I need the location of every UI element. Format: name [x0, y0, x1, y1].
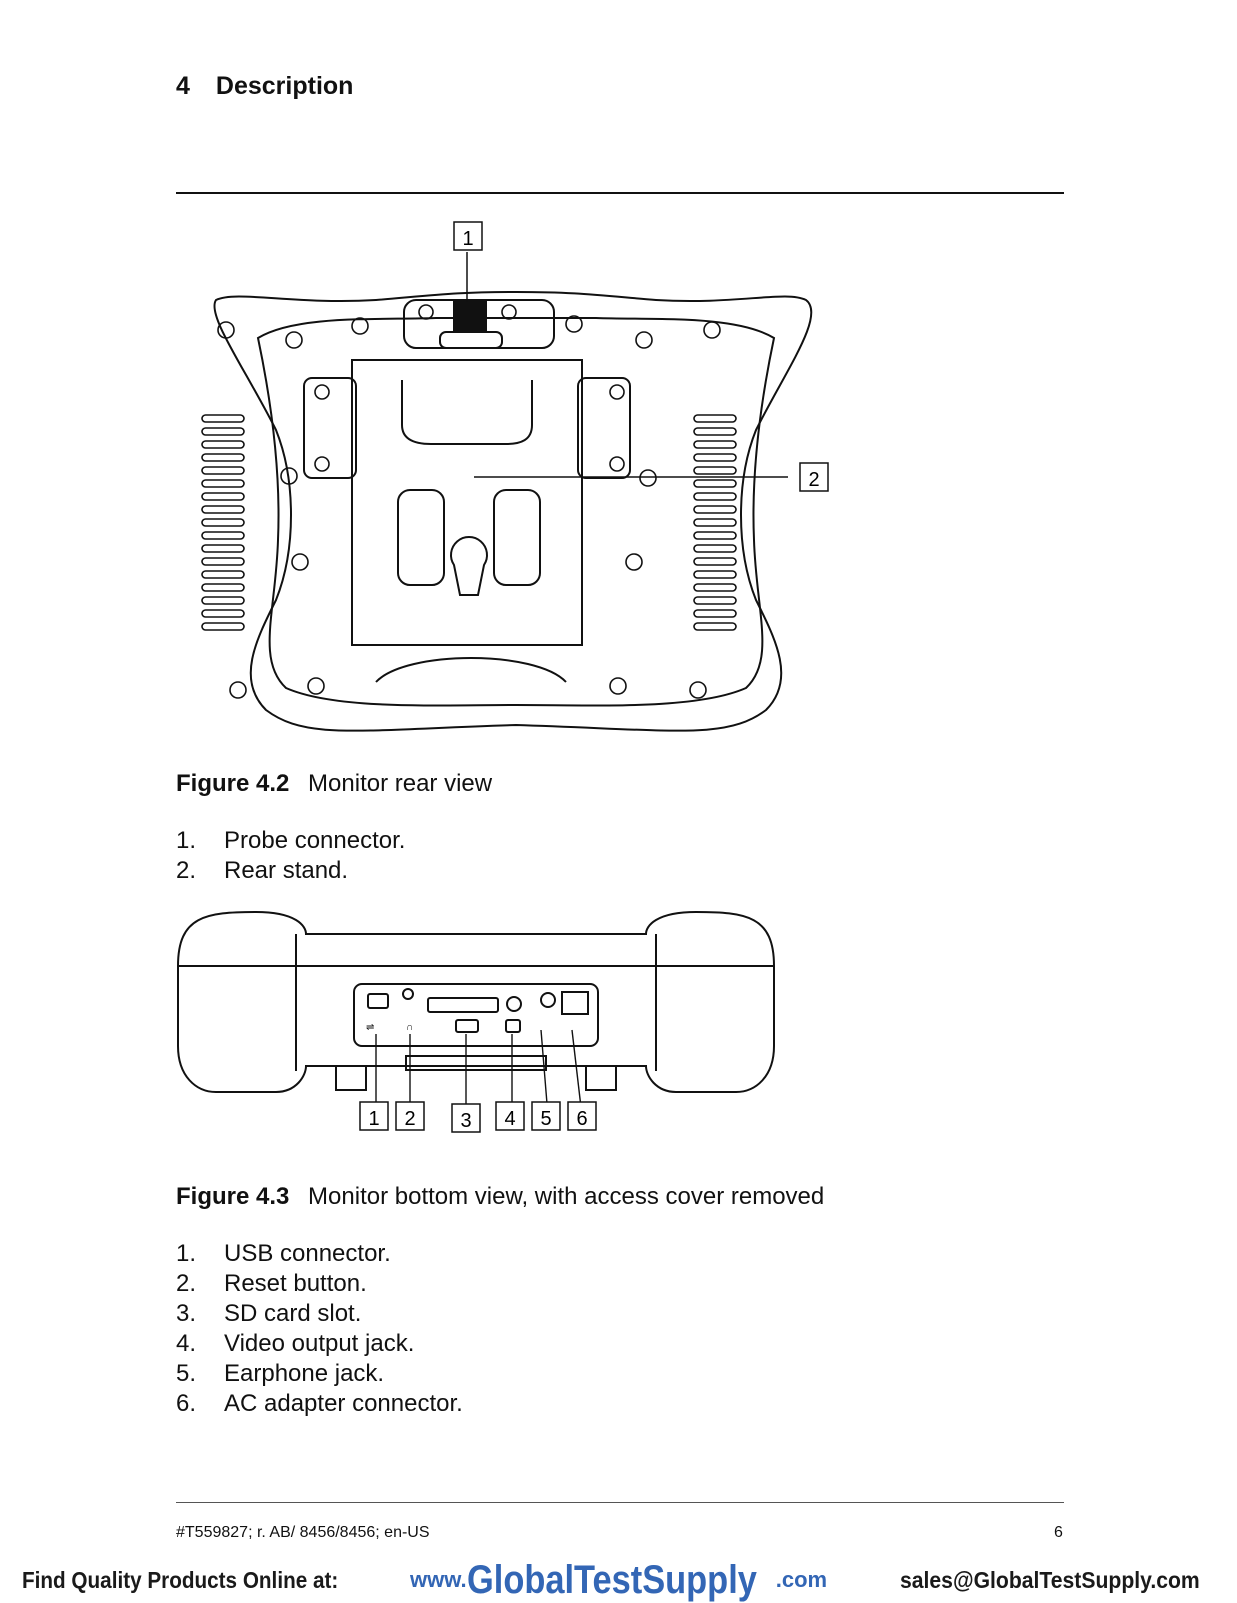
svg-text:1: 1: [462, 228, 473, 250]
svg-text:6: 6: [576, 1108, 587, 1130]
callout-6: 6: [567, 1101, 597, 1131]
figure-4-2-legend-list: 1.Probe connector. 2.Rear stand.: [176, 826, 405, 886]
svg-text:4: 4: [504, 1108, 515, 1130]
document-id: #T559827; r. AB/ 8456/8456; en-US: [176, 1524, 430, 1541]
figure-number: Figure 4.2: [176, 770, 290, 797]
header-rule: [176, 192, 1064, 194]
monitor-bottom-view-illustration: ⇌ ∩ 1 2 3 4 5 6: [177, 910, 775, 1133]
callout-4: 4: [495, 1101, 525, 1131]
banner-email-link[interactable]: sales@GlobalTestSupply.com: [900, 1566, 1200, 1593]
banner-tagline: Find Quality Products Online at:: [22, 1566, 339, 1593]
svg-text:5: 5: [540, 1108, 551, 1130]
figure-title: Monitor bottom view, with access cover r…: [308, 1183, 825, 1210]
list-item: 1.USB connector.: [176, 1240, 391, 1267]
list-item: 6.AC adapter connector.: [176, 1390, 463, 1417]
svg-text:3: 3: [460, 1110, 471, 1132]
list-item: 2.Reset button.: [176, 1270, 367, 1297]
monitor-rear-view-illustration: 1 2: [201, 221, 829, 732]
url-main: GlobalTestSupply: [466, 1557, 757, 1602]
svg-text:1: 1: [368, 1108, 379, 1130]
svg-text:⇌: ⇌: [366, 1022, 374, 1033]
svg-text:2: 2: [404, 1108, 415, 1130]
figure-title: Monitor rear view: [308, 770, 493, 797]
figure-number: Figure 4.3: [176, 1183, 290, 1210]
section-title: Description: [215, 72, 354, 100]
footer-rule: [176, 1502, 1064, 1503]
list-item: 4.Video output jack.: [176, 1330, 415, 1357]
callout-1: 1: [359, 1101, 389, 1131]
page-number: 6: [1054, 1524, 1063, 1541]
url-suffix: .com: [775, 1567, 828, 1592]
svg-text:2: 2: [808, 469, 819, 491]
banner-website-link[interactable]: www.GlobalTestSupply .com: [410, 1557, 828, 1602]
figure-4-3-caption: Figure 4.3 Monitor bottom view, with acc…: [176, 1183, 824, 1211]
list-item: 3.SD card slot.: [176, 1300, 362, 1327]
section-number: 4: [176, 72, 190, 100]
callout-2: 2: [799, 462, 829, 492]
figure-4-3-legend-list: 1.USB connector. 2.Reset button. 3.SD ca…: [176, 1239, 463, 1419]
list-item: 5.Earphone jack.: [176, 1360, 385, 1387]
section-heading: 4 Description: [176, 72, 353, 101]
svg-text:∩: ∩: [406, 1022, 413, 1033]
list-item: 1.Probe connector.: [176, 827, 406, 854]
callout-5: 5: [531, 1101, 561, 1131]
list-item: 2.Rear stand.: [176, 857, 349, 884]
figure-4-2-caption: Figure 4.2 Monitor rear view: [176, 770, 492, 798]
callout-1: 1: [453, 221, 483, 251]
callout-3: 3: [451, 1103, 481, 1133]
callout-2: 2: [395, 1101, 425, 1131]
url-prefix: www.: [410, 1567, 467, 1592]
